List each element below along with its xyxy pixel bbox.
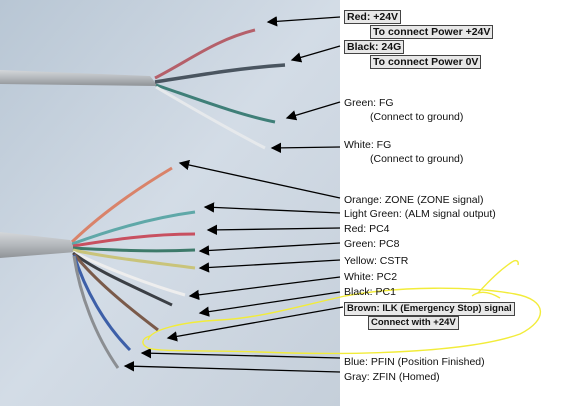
label-orange: Orange: ZONE (ZONE signal) (344, 194, 484, 206)
arrow-light-green (203, 202, 341, 214)
upper-cable (0, 28, 286, 150)
label-blue: Blue: PFIN (Position Finished) (344, 356, 485, 368)
label-red-24v: Red: +24V (344, 10, 402, 24)
label-white-fg: White: FG (344, 139, 392, 151)
arrow-yellow (198, 259, 341, 273)
label-green-fg-note: (Connect to ground) (370, 111, 464, 123)
arrow-blue (140, 348, 341, 359)
label-red-pc4: Red: PC4 (344, 223, 390, 235)
label-yellow: Yellow: CSTR (344, 255, 409, 267)
arrow-red-24v (266, 16, 341, 27)
arrow-white-fg (270, 142, 341, 154)
label-light-green: Light Green: (ALM signal output) (344, 208, 496, 220)
label-black-24g-note: To connect Power 0V (370, 55, 482, 69)
label-brown: Brown: ILK (Emergency Stop) signal (344, 302, 515, 316)
label-green-fg: Green: FG (344, 97, 394, 109)
arrow-orange (178, 159, 341, 199)
arrow-white-pc2 (188, 276, 341, 301)
label-red-24v-note: To connect Power +24V (370, 25, 494, 39)
lower-cable (0, 166, 196, 369)
label-green-pc8: Green: PC8 (344, 238, 400, 250)
arrow-green-pc8 (198, 242, 341, 256)
yellow-annotation (142, 259, 542, 355)
arrow-green-fg (285, 101, 341, 121)
arrow-black-24g (290, 45, 341, 63)
arrow-gray (123, 361, 341, 373)
arrow-black-pc1 (198, 291, 341, 317)
arrow-brown (166, 306, 344, 342)
label-brown-note: Connect with +24V (368, 316, 459, 330)
label-gray: Gray: ZFIN (Homed) (344, 371, 440, 383)
label-white-fg-note: (Connect to ground) (370, 153, 464, 165)
arrow-red-pc4 (206, 224, 341, 236)
label-black-24g: Black: 24G (344, 40, 405, 54)
label-black-pc1: Black: PC1 (344, 286, 396, 298)
label-white-pc2: White: PC2 (344, 271, 398, 283)
